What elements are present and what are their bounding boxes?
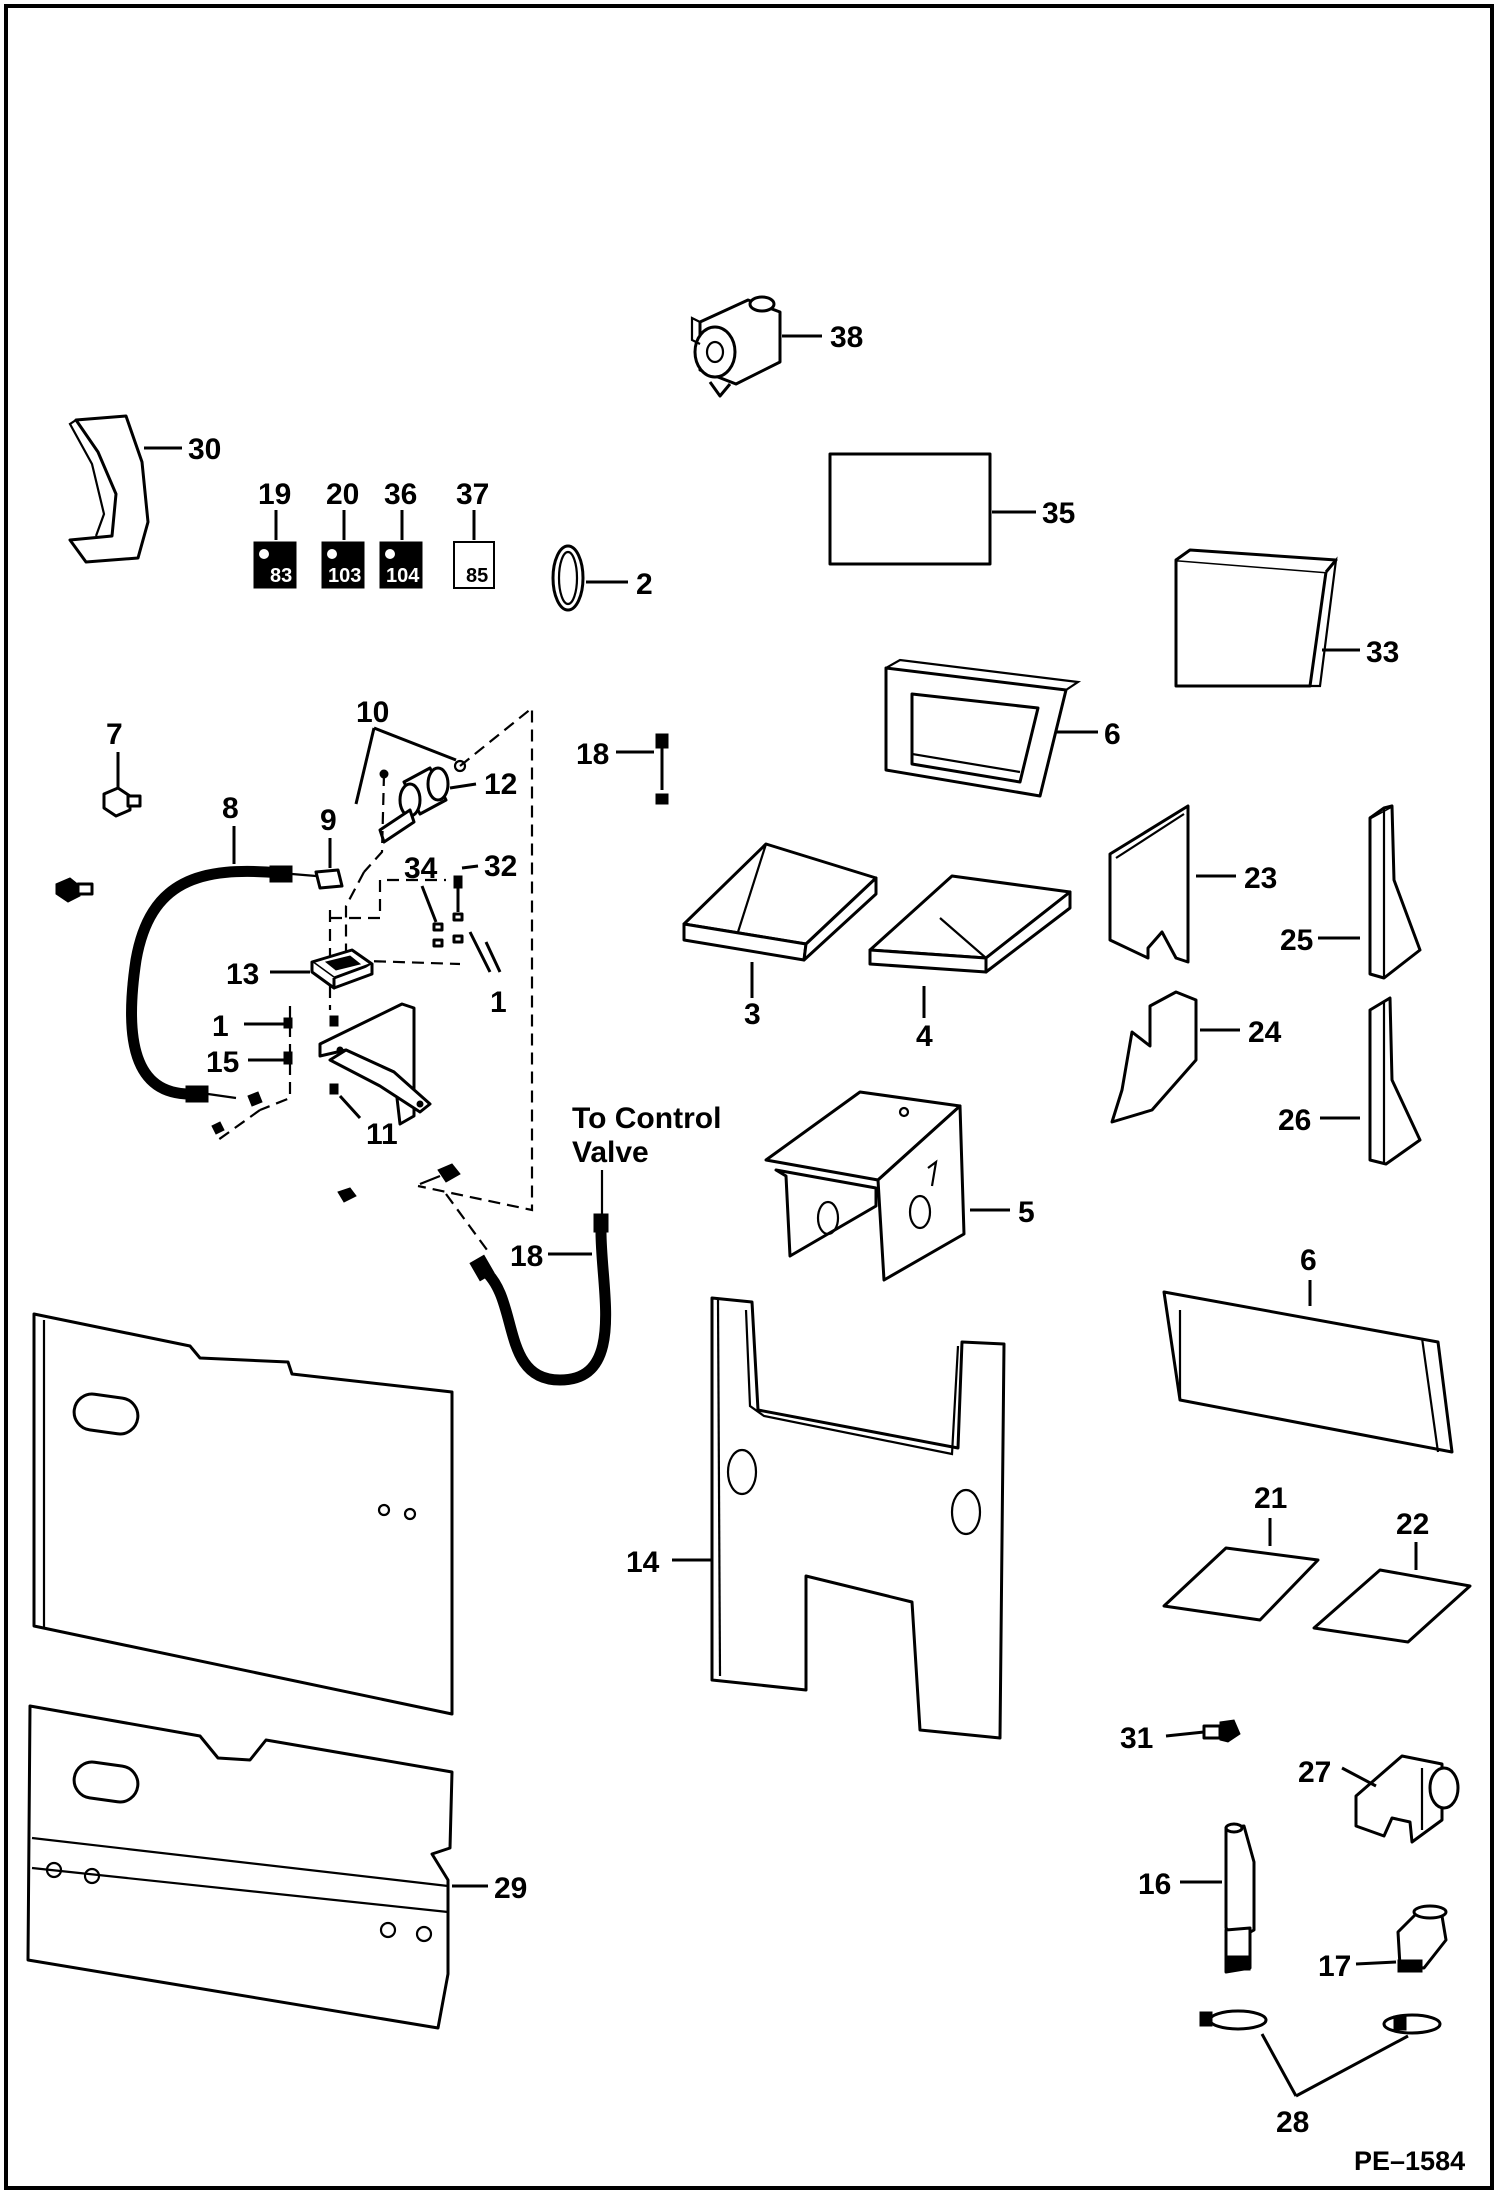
callout-12: 12 bbox=[484, 768, 517, 801]
part-8-hose bbox=[126, 865, 286, 1100]
part-2-o-ring bbox=[551, 544, 585, 612]
part-34-washer bbox=[432, 922, 444, 948]
callout-27: 27 bbox=[1298, 1756, 1331, 1789]
note-to-control-line2: Valve bbox=[572, 1136, 649, 1169]
part-28-clamps bbox=[1199, 2009, 1442, 2035]
decal-19: 83 bbox=[253, 541, 297, 589]
callout-7: 7 bbox=[106, 718, 123, 751]
part-13-switch bbox=[310, 948, 374, 990]
svg-text:104: 104 bbox=[386, 565, 420, 587]
decal-20: 103 bbox=[321, 541, 365, 589]
callout-3: 3 bbox=[744, 998, 761, 1031]
part-23-panel bbox=[1108, 804, 1190, 964]
part-33-block bbox=[1174, 548, 1338, 688]
callout-31: 31 bbox=[1120, 1722, 1153, 1755]
decal-37: 85 bbox=[453, 541, 495, 589]
callout-15: 15 bbox=[206, 1046, 239, 1079]
decal-36: 104 bbox=[379, 541, 423, 589]
part-26-pad bbox=[1368, 996, 1422, 1166]
callout-14: 14 bbox=[626, 1546, 660, 1579]
callout-6a: 6 bbox=[1104, 718, 1121, 751]
callout-34: 34 bbox=[404, 852, 438, 885]
note-to-control-line1: To Control bbox=[572, 1102, 721, 1135]
part-door-panel bbox=[32, 1312, 454, 1716]
part-30-pad bbox=[68, 414, 150, 564]
svg-text:83: 83 bbox=[270, 565, 292, 587]
part-18-hose bbox=[478, 1226, 612, 1386]
callout-13: 13 bbox=[226, 958, 259, 991]
callout-28: 28 bbox=[1276, 2106, 1309, 2139]
callout-16: 16 bbox=[1138, 1868, 1171, 1901]
part-27-duct bbox=[1354, 1754, 1460, 1844]
part-21-pad bbox=[1162, 1546, 1320, 1622]
part-12-receiver-drier bbox=[378, 766, 450, 844]
callout-22: 22 bbox=[1396, 1508, 1429, 1541]
callout-18a: 18 bbox=[576, 738, 609, 771]
svg-text:85: 85 bbox=[466, 565, 488, 587]
callout-37: 37 bbox=[456, 478, 489, 511]
part-32-screw bbox=[452, 875, 464, 944]
callout-24: 24 bbox=[1248, 1016, 1282, 1049]
callout-23: 23 bbox=[1244, 862, 1277, 895]
callout-25: 25 bbox=[1280, 924, 1313, 957]
callout-29: 29 bbox=[494, 1872, 527, 1905]
callout-21: 21 bbox=[1254, 1482, 1287, 1515]
part-6-frame-pad-upper bbox=[884, 658, 1082, 798]
part-9-elbow bbox=[314, 868, 344, 890]
callout-38: 38 bbox=[830, 321, 863, 354]
callout-36: 36 bbox=[384, 478, 417, 511]
part-11-bracket bbox=[318, 1002, 432, 1126]
part-18-fitting bbox=[655, 733, 669, 805]
part-38-heater-motor bbox=[690, 295, 782, 398]
callout-8: 8 bbox=[222, 792, 239, 825]
callout-32: 32 bbox=[484, 850, 517, 883]
callout-18b: 18 bbox=[510, 1240, 543, 1273]
callout-10: 10 bbox=[356, 696, 389, 729]
callout-19: 19 bbox=[258, 478, 291, 511]
fitting-loose bbox=[55, 877, 94, 903]
callout-6b: 6 bbox=[1300, 1244, 1317, 1277]
callout-26: 26 bbox=[1278, 1104, 1311, 1137]
callout-2: 2 bbox=[636, 568, 653, 601]
callout-5: 5 bbox=[1018, 1196, 1035, 1229]
callout-35: 35 bbox=[1042, 497, 1075, 530]
callout-1a: 1 bbox=[212, 1010, 229, 1043]
callout-30: 30 bbox=[188, 433, 221, 466]
part-3-floor-panel bbox=[682, 842, 878, 962]
part-14-firewall bbox=[710, 1296, 1006, 1740]
part-5-cover bbox=[764, 1090, 966, 1282]
page-border bbox=[4, 4, 1494, 2190]
part-31-fitting bbox=[1202, 1719, 1241, 1743]
svg-text:103: 103 bbox=[328, 565, 361, 587]
callout-9: 9 bbox=[320, 804, 337, 837]
callout-1b: 1 bbox=[490, 986, 507, 1019]
part-16-nozzle bbox=[1224, 1822, 1256, 1974]
callout-17: 17 bbox=[1318, 1950, 1351, 1983]
callout-20: 20 bbox=[326, 478, 359, 511]
part-7-fitting bbox=[102, 786, 142, 818]
part-6-block-lower bbox=[1162, 1290, 1454, 1454]
part-4-floor-panel bbox=[868, 874, 1072, 974]
part-24-pad bbox=[1110, 990, 1198, 1124]
part-29-panel bbox=[26, 1704, 454, 2030]
part-22-pad bbox=[1312, 1568, 1472, 1644]
callout-11: 11 bbox=[366, 1118, 398, 1151]
figure-code: PE–1584 bbox=[1354, 2146, 1465, 2176]
part-25-pad bbox=[1368, 804, 1422, 980]
part-17-elbow bbox=[1396, 1904, 1448, 1973]
callout-33: 33 bbox=[1366, 636, 1399, 669]
part-35-sheet bbox=[828, 452, 992, 566]
callout-4: 4 bbox=[916, 1020, 933, 1053]
